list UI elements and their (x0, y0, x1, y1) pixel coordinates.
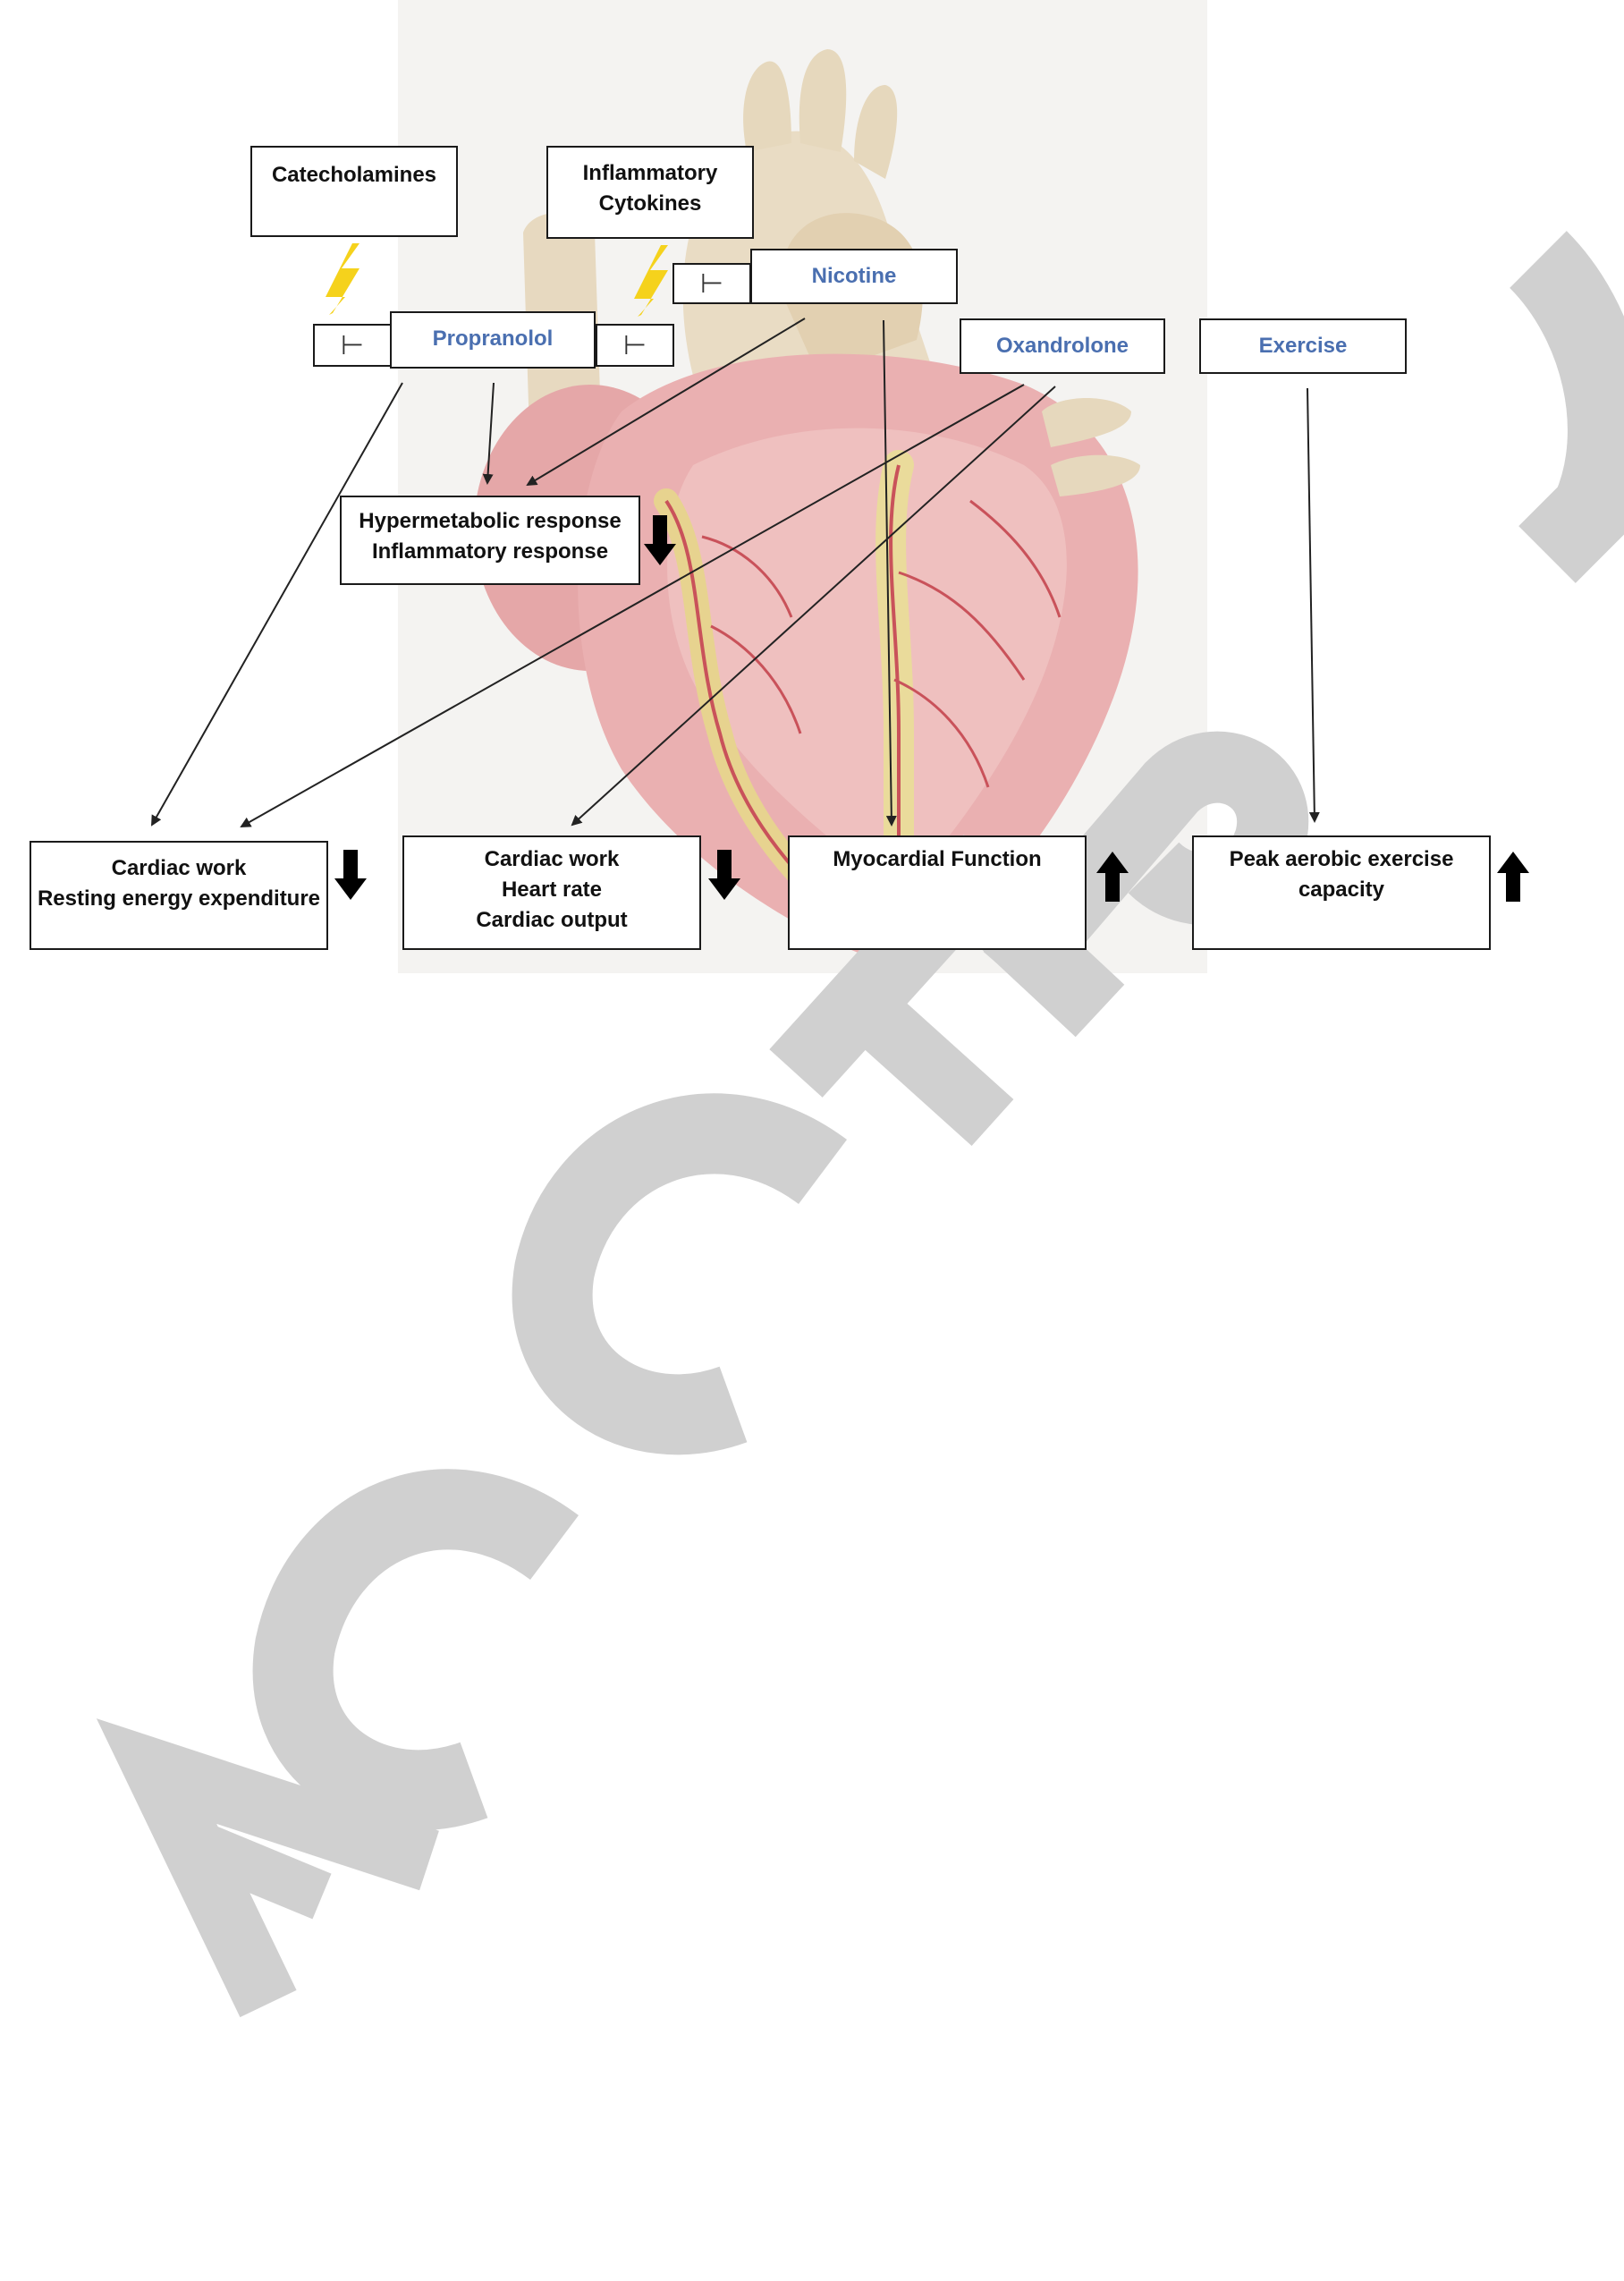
arrow-propranolol-hypermetabolic (482, 382, 495, 485)
hypermetabolic-response-box: Hypermetabolic response Inflammatory res… (340, 496, 640, 585)
catecholamines-box: Catecholamines (250, 146, 458, 237)
up-arrow-icon (1497, 852, 1529, 902)
lightning-bolt-icon (634, 245, 668, 317)
exercise-box: Exercise (1199, 318, 1407, 374)
down-arrow-icon (644, 515, 676, 565)
down-arrow-icon (334, 850, 367, 900)
oxandrolone-box: Oxandrolone (960, 318, 1165, 374)
heart-illustration (398, 0, 1207, 973)
arrow-oxandrolone-cardiac-work-hr-co (571, 386, 1056, 827)
arrow-nicotine-hypermetabolic (526, 318, 806, 487)
arrow-oxandrolone-cardiac-work-ree (240, 384, 1025, 827)
propranolol-box: Propranolol (390, 311, 596, 369)
inhibition-tee-icon: ⊢ (596, 324, 674, 367)
down-arrow-icon (708, 850, 740, 900)
inhibition-tee-icon: ⊢ (672, 263, 751, 304)
nicotine-box: Nicotine (750, 249, 958, 304)
arrow-exercise-peak-aerobic (1307, 387, 1320, 823)
peak-aerobic-capacity-box: Peak aerobic exercise capacity (1192, 835, 1491, 950)
inflammatory-cytokines-box: Inflammatory Cytokines (546, 146, 754, 239)
inhibition-tee-icon: ⊢ (313, 324, 392, 367)
myocardial-function-box: Myocardial Function (788, 835, 1087, 950)
arrow-propranolol-cardiac-work-ree (151, 382, 403, 827)
cardiac-work-hr-co-box: Cardiac work Heart rate Cardiac output (402, 835, 701, 950)
cardiac-work-ree-box: Cardiac work Resting energy expenditure (30, 841, 328, 950)
lightning-bolt-icon (326, 243, 359, 315)
arrow-nicotine-myocardial (883, 319, 897, 827)
up-arrow-icon (1096, 852, 1129, 902)
